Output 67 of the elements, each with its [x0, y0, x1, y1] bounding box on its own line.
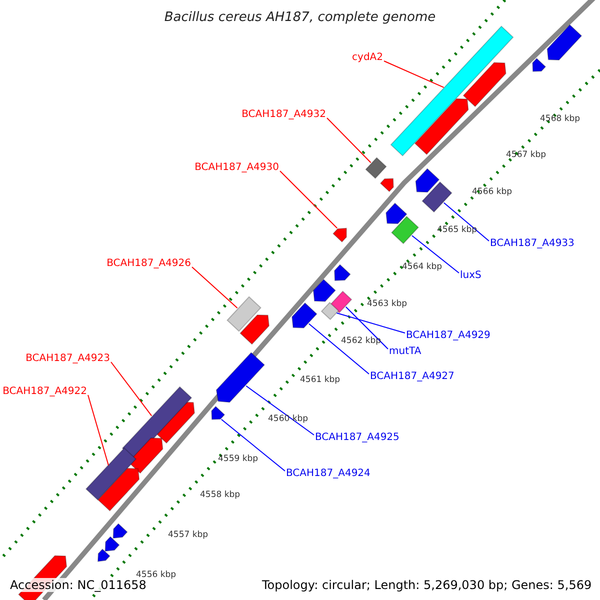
gene-feature — [312, 278, 336, 302]
gene-block — [226, 296, 262, 332]
title: Bacillus cereus AH187, complete genome — [163, 11, 437, 24]
gene-block — [85, 447, 137, 501]
gene-feature — [386, 202, 408, 224]
scale-label: 4568 kbp — [540, 115, 580, 124]
leader-line — [220, 418, 286, 472]
leader-line — [326, 118, 372, 164]
gene-feature — [97, 468, 140, 512]
gene-feature — [332, 228, 347, 243]
accession-text: Accession: NC_011658 — [8, 578, 148, 592]
scale-label: 4562 kbp — [341, 337, 382, 346]
gene-label: BCAH187_A4932 — [242, 110, 326, 120]
leader-line — [384, 60, 444, 88]
leader-line — [308, 323, 370, 374]
leader-line — [280, 170, 338, 229]
gene-block — [330, 290, 352, 314]
gene-label: BCAH187_A4926 — [106, 259, 191, 269]
gene-block — [422, 181, 452, 213]
gene-label: BCAH187_A4925 — [315, 433, 400, 443]
scale-label: 4560 kbp — [268, 415, 308, 424]
gene-feature — [240, 314, 270, 345]
scale-label: 4565 kbp — [437, 226, 478, 234]
scale-label: 4561 kbp — [300, 376, 340, 384]
gene-label: BCAH187_A4922 — [2, 387, 87, 397]
gene-feature — [216, 352, 266, 403]
gene-label: mutTA — [389, 347, 422, 357]
gene-label: cydA2 — [352, 53, 383, 63]
gene-label: BCAH187_A4933 — [490, 239, 574, 249]
gene-feature — [211, 406, 226, 420]
gene-label: BCAH187_A4923 — [26, 354, 110, 364]
scale-label: 4566 kbp — [472, 188, 512, 196]
leader-line — [246, 385, 314, 436]
gene-label: BCAH187_A4927 — [370, 372, 454, 382]
scale-label: 4557 kbp — [168, 531, 208, 540]
gene-feature — [380, 178, 394, 192]
gene-feature — [104, 536, 120, 552]
gene-label: BCAH187_A4929 — [406, 331, 490, 341]
gene-label: luxS — [460, 271, 482, 281]
leader-line — [88, 394, 109, 466]
gene-feature — [546, 24, 582, 60]
leader-line — [443, 202, 490, 242]
gene-block — [320, 302, 340, 320]
gene-feature — [292, 302, 318, 328]
gene-feature — [112, 523, 128, 539]
scale-label: 4558 kbp — [200, 491, 240, 500]
leader-line — [345, 306, 388, 350]
leader-line — [110, 362, 152, 416]
gene-feature — [334, 264, 351, 281]
gene-feature — [415, 168, 440, 193]
gene-label: BCAH187_A4924 — [286, 469, 370, 479]
gene-feature — [97, 548, 110, 562]
leader-line — [412, 235, 460, 274]
gene-feature — [532, 58, 546, 72]
gene-feature — [462, 62, 506, 108]
scale-label: 4559 kbp — [218, 455, 258, 464]
summary-text: Topology: circular; Length: 5,269,030 bp; Genes: 5,569 — [260, 578, 594, 592]
scale-label: 4567 kbp — [506, 151, 546, 160]
gene-label: BCAH187_A4930 — [194, 163, 279, 173]
gene-block — [390, 216, 420, 244]
scale-label: 4563 kbp — [367, 300, 408, 308]
leader-line — [336, 312, 406, 334]
scale-label: 4564 kbp — [402, 263, 442, 272]
leader-line — [192, 266, 238, 308]
gene-block — [365, 157, 387, 179]
gene-feature — [414, 98, 469, 156]
scale-label: 4556 kbp — [136, 571, 176, 580]
